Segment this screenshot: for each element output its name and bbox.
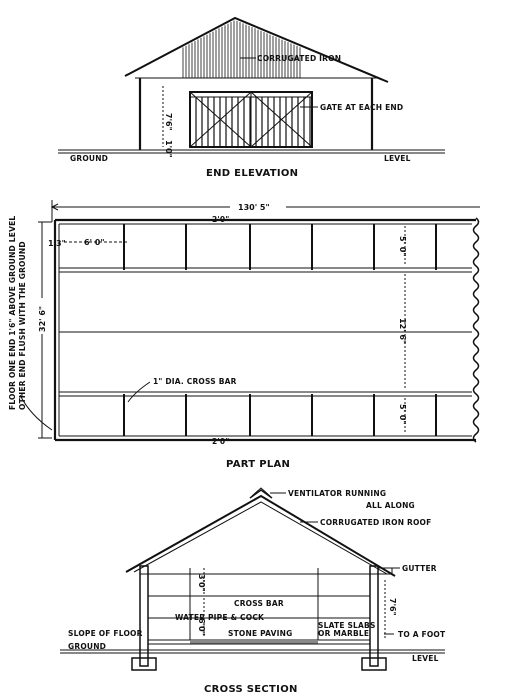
part-plan: 130' 5" 6' 0" 1'3" 2'0" 2'0" 5' 0" 12' 6… — [8, 200, 480, 470]
cross-section-title: CROSS SECTION — [204, 684, 298, 695]
cross-section-right-post — [369, 565, 379, 667]
cross-section-level-label: LEVEL — [412, 654, 439, 663]
cross-section-stone-paving-label: STONE PAVING — [228, 629, 292, 638]
cross-section-water-pipe-label: WATER PIPE & COCK — [175, 613, 265, 622]
plan-width-dim: 32' 6" — [38, 306, 47, 332]
cross-section-ventilator — [249, 489, 273, 499]
cross-section-slate-label-2: OR MARBLE — [318, 629, 369, 638]
end-elevation-height-dim: 7'6" — [164, 113, 173, 131]
cross-section-dim-side: 7'6" — [388, 598, 397, 616]
cross-section-dim-mid: 6'0" — [197, 618, 206, 636]
plan-bay-dim: 6' 0" — [84, 238, 105, 247]
plan-pen-depth-top: 5' 0" — [398, 236, 407, 257]
end-elevation-base-dim: 1'0" — [164, 140, 173, 158]
end-elevation-roof-outline — [124, 16, 389, 83]
cross-section-ventilator-label-2: ALL ALONG — [366, 501, 415, 510]
end-elevation-roof-label: CORRUGATED IRON — [257, 54, 341, 63]
plan-length-dim: 130' 5" — [238, 203, 270, 212]
gate-bars — [195, 97, 311, 147]
plan-break-line — [472, 217, 480, 443]
cross-section-slate-label-1: SLATE SLABS — [318, 621, 376, 630]
end-elevation-ground-label: GROUND — [70, 154, 108, 163]
cross-section-gutter — [378, 567, 393, 575]
end-elevation-level-label: LEVEL — [384, 154, 411, 163]
plan-cross-bar-label: 1" DIA. CROSS BAR — [153, 377, 237, 386]
left-footing — [131, 657, 157, 671]
cross-section-slope-label: SLOPE OF FLOOR — [68, 629, 143, 638]
plan-floor-note-1: FLOOR ONE END 1'6" ABOVE GROUND LEVEL — [8, 216, 17, 410]
cross-section-to-foot-label: TO A FOOT — [398, 630, 446, 639]
cross-section-cross-bar-label: CROSS BAR — [234, 599, 284, 608]
cross-section-ventilator-2 — [251, 487, 271, 497]
plan-tick-bottom: 2'0" — [212, 437, 229, 446]
right-footing — [361, 657, 387, 671]
cross-section-dim-top: 3'0" — [197, 574, 206, 592]
end-elevation: 7'6" 1'0" GROUND LEVEL CORRUGATED IRON G… — [58, 16, 445, 179]
gate-brace-right-2 — [250, 91, 313, 148]
end-elevation-roof-hatching — [182, 20, 301, 78]
cross-section: 3'0" 6'0" 7'6" VENTILATOR RUNNING ALL AL… — [60, 487, 446, 695]
cross-section-ventilator-label-1: VENTILATOR RUNNING — [288, 489, 386, 498]
plan-floor-note-2: OTHER END FLUSH WITH THE GROUND — [18, 241, 27, 410]
plan-width-label-bg — [36, 298, 48, 334]
cross-section-gutter-label: GUTTER — [402, 564, 437, 573]
end-elevation-gate-label: GATE AT EACH END — [320, 103, 403, 112]
end-elevation-title: END ELEVATION — [206, 168, 298, 179]
plan-aisle-dim: 12' 6" — [398, 318, 407, 344]
plan-tick-top: 2'0" — [212, 215, 229, 224]
cross-section-roof-label: CORRUGATED IRON ROOF — [320, 518, 431, 527]
cross-section-stone-paving — [190, 640, 318, 644]
plan-floor-note-leader — [19, 394, 53, 431]
plan-cross-bar-leader — [127, 381, 151, 403]
part-plan-title: PART PLAN — [226, 459, 290, 470]
cross-section-roof — [125, 494, 396, 577]
plan-edge-dim: 1'3" — [48, 239, 66, 248]
plan-length-label-bg — [230, 200, 286, 212]
plan-pen-depth-bottom: 5' 0" — [398, 404, 407, 425]
cross-section-roof-inner — [133, 501, 388, 575]
cross-section-left-post — [139, 565, 149, 667]
cross-section-ground-label: GROUND — [68, 642, 106, 651]
plan-posts — [123, 224, 437, 436]
